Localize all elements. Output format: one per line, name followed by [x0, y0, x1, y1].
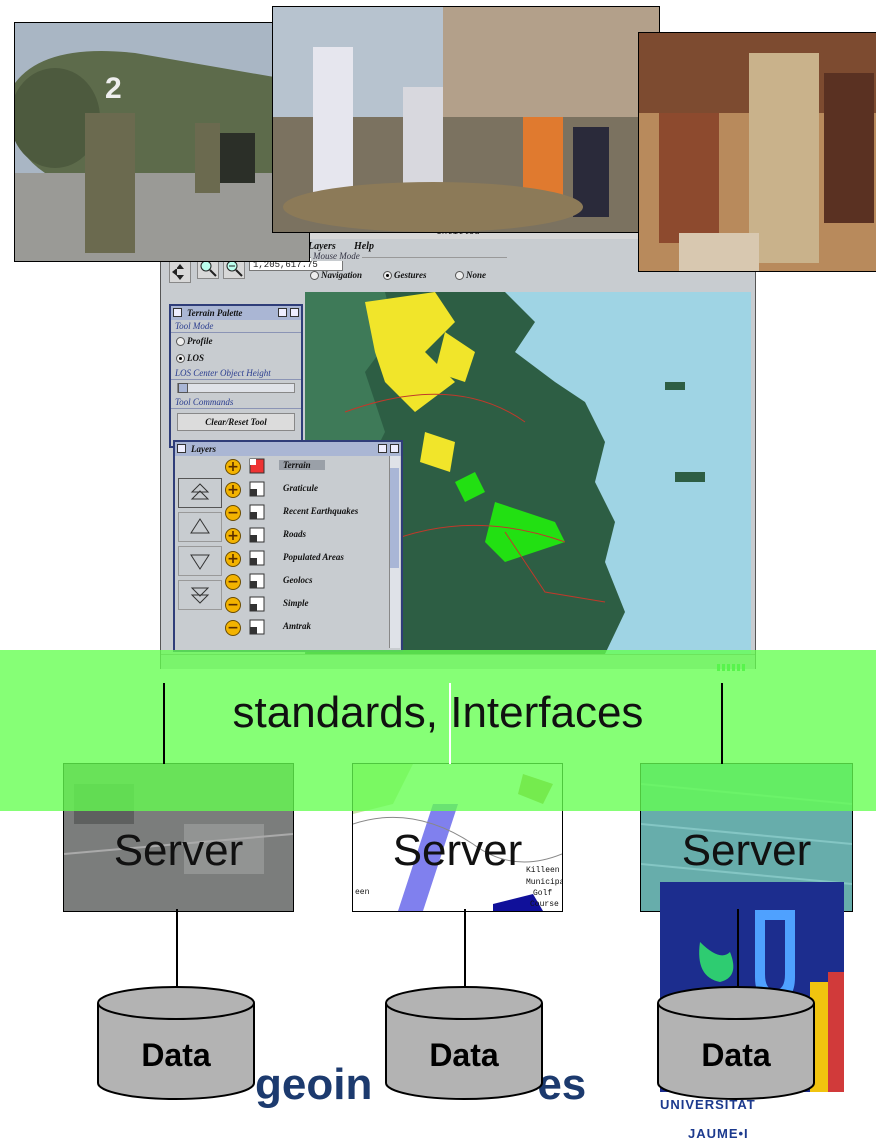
soldier-civilians-photo	[638, 32, 876, 272]
layer-icon	[249, 550, 265, 566]
up-arrow-icon	[190, 518, 210, 534]
clear-reset-tool-button[interactable]: Clear/Reset Tool	[177, 413, 295, 431]
layer-row[interactable]: + Graticule	[225, 479, 401, 502]
zoom-in-icon	[200, 260, 217, 277]
connector-line	[737, 909, 739, 989]
move-bottom-button[interactable]	[178, 580, 222, 610]
svg-text:2: 2	[105, 72, 122, 105]
terrain-palette-title: Terrain Palette	[171, 306, 301, 320]
mouse-mode-group: Mouse Mode Navigation Gestures None	[307, 251, 507, 288]
map-label: Course	[530, 900, 559, 909]
data-label: Data	[429, 1037, 499, 1073]
standards-band	[0, 650, 876, 811]
layer-toggle-button[interactable]: −	[225, 505, 241, 521]
mouse-mode-legend: Mouse Mode	[311, 251, 362, 261]
layer-toggle-button[interactable]: −	[225, 574, 241, 590]
layer-icon	[249, 573, 265, 589]
minimize-button[interactable]	[378, 444, 387, 453]
double-down-arrow-icon	[190, 587, 210, 604]
layer-row[interactable]: − Simple	[225, 594, 401, 617]
layer-toggle-button[interactable]: +	[225, 551, 241, 567]
layer-icon	[249, 619, 265, 635]
layer-row[interactable]: − Recent Earthquakes	[225, 502, 401, 525]
terrain-palette: Terrain Palette Tool Mode Profile LOS LO…	[169, 304, 303, 448]
layer-icon	[249, 527, 265, 543]
server-label: Server	[392, 826, 523, 875]
map-label: een	[355, 888, 370, 897]
move-down-button[interactable]	[178, 546, 222, 576]
layer-name: Recent Earthquakes	[283, 506, 359, 516]
layer-row[interactable]: + Terrain	[225, 456, 401, 479]
layer-icon	[249, 596, 265, 612]
los-radio[interactable]: LOS	[171, 350, 301, 367]
mode-gestures-radio[interactable]: Gestures	[383, 270, 427, 281]
pan-arrows-button[interactable]	[169, 261, 191, 283]
data-label: Data	[141, 1037, 211, 1073]
minimize-button[interactable]	[278, 308, 287, 317]
layer-name: Geolocs	[283, 575, 313, 585]
zoom-in-button[interactable]	[197, 257, 219, 279]
layer-name: Graticule	[283, 483, 318, 493]
database-cylinder	[385, 986, 543, 1100]
map-label: Municipa	[526, 878, 562, 887]
connector-line	[176, 909, 178, 992]
pan-arrows-icon	[172, 264, 184, 280]
sandbag-volunteers-photo	[272, 6, 660, 233]
mode-navigation-radio[interactable]: Navigation	[310, 270, 362, 281]
layer-row[interactable]: + Roads	[225, 525, 401, 548]
menu-bar: Layers Help	[161, 239, 755, 255]
layer-row[interactable]: − Geolocs	[225, 571, 401, 594]
layer-name: Terrain	[279, 460, 325, 470]
gis-application-window: Untitled Layers Help 1,205,617.75 Mouse …	[160, 225, 756, 671]
data-label: Data	[701, 1037, 771, 1073]
layer-toggle-button[interactable]: +	[225, 528, 241, 544]
layer-icon	[249, 504, 265, 520]
layer-name: Amtrak	[283, 621, 312, 631]
layers-palette: Layers + Terrain + Graticule − Recent Earth…	[173, 440, 403, 652]
connector-line	[449, 683, 451, 764]
connector-line	[163, 683, 165, 764]
los-height-slider[interactable]	[177, 383, 295, 393]
database-cylinder	[657, 986, 815, 1100]
layers-scrollbar[interactable]	[389, 456, 400, 648]
double-up-arrow-icon	[190, 483, 210, 500]
maximize-button[interactable]	[290, 308, 299, 317]
menu-layers[interactable]: Layers	[308, 241, 336, 252]
layer-toggle-button[interactable]: −	[225, 620, 241, 636]
server-label: Server	[113, 826, 244, 875]
los-height-section: LOS Center Object Height	[171, 367, 301, 380]
database-cylinder	[97, 986, 255, 1100]
connector-line	[721, 683, 723, 764]
layer-name: Populated Areas	[283, 552, 344, 562]
tool-mode-section: Tool Mode	[171, 320, 301, 333]
map-label: Golf	[533, 889, 552, 898]
profile-radio[interactable]: Profile	[171, 333, 301, 350]
map-label: Killeen	[526, 866, 560, 875]
down-arrow-icon	[190, 554, 210, 570]
move-top-button[interactable]	[178, 478, 222, 508]
server-label: Server	[681, 826, 812, 875]
layer-icon	[249, 458, 265, 474]
connector-line	[464, 909, 466, 992]
layer-toggle-button[interactable]: +	[225, 459, 241, 475]
layer-toggle-button[interactable]: −	[225, 597, 241, 613]
layer-row[interactable]: − Amtrak	[225, 617, 401, 640]
logo-text: UNIVERSITAT	[660, 1097, 756, 1112]
standards-interfaces-label: standards, Interfaces	[232, 688, 644, 737]
zoom-out-button[interactable]	[223, 257, 245, 279]
layer-icon	[249, 481, 265, 497]
logo-text: JAUME•I	[688, 1126, 749, 1141]
layer-name: Simple	[283, 598, 309, 608]
layer-row[interactable]: + Populated Areas	[225, 548, 401, 571]
move-up-button[interactable]	[178, 512, 222, 542]
tool-commands-section: Tool Commands	[171, 396, 301, 409]
maximize-button[interactable]	[390, 444, 399, 453]
layer-toggle-button[interactable]: +	[225, 482, 241, 498]
menu-help[interactable]: Help	[354, 241, 374, 252]
layer-name: Roads	[283, 529, 307, 539]
layers-palette-title: Layers	[175, 442, 401, 456]
mode-none-radio[interactable]: None	[455, 270, 486, 281]
aircraft-soldier-photo: 2	[14, 22, 310, 262]
